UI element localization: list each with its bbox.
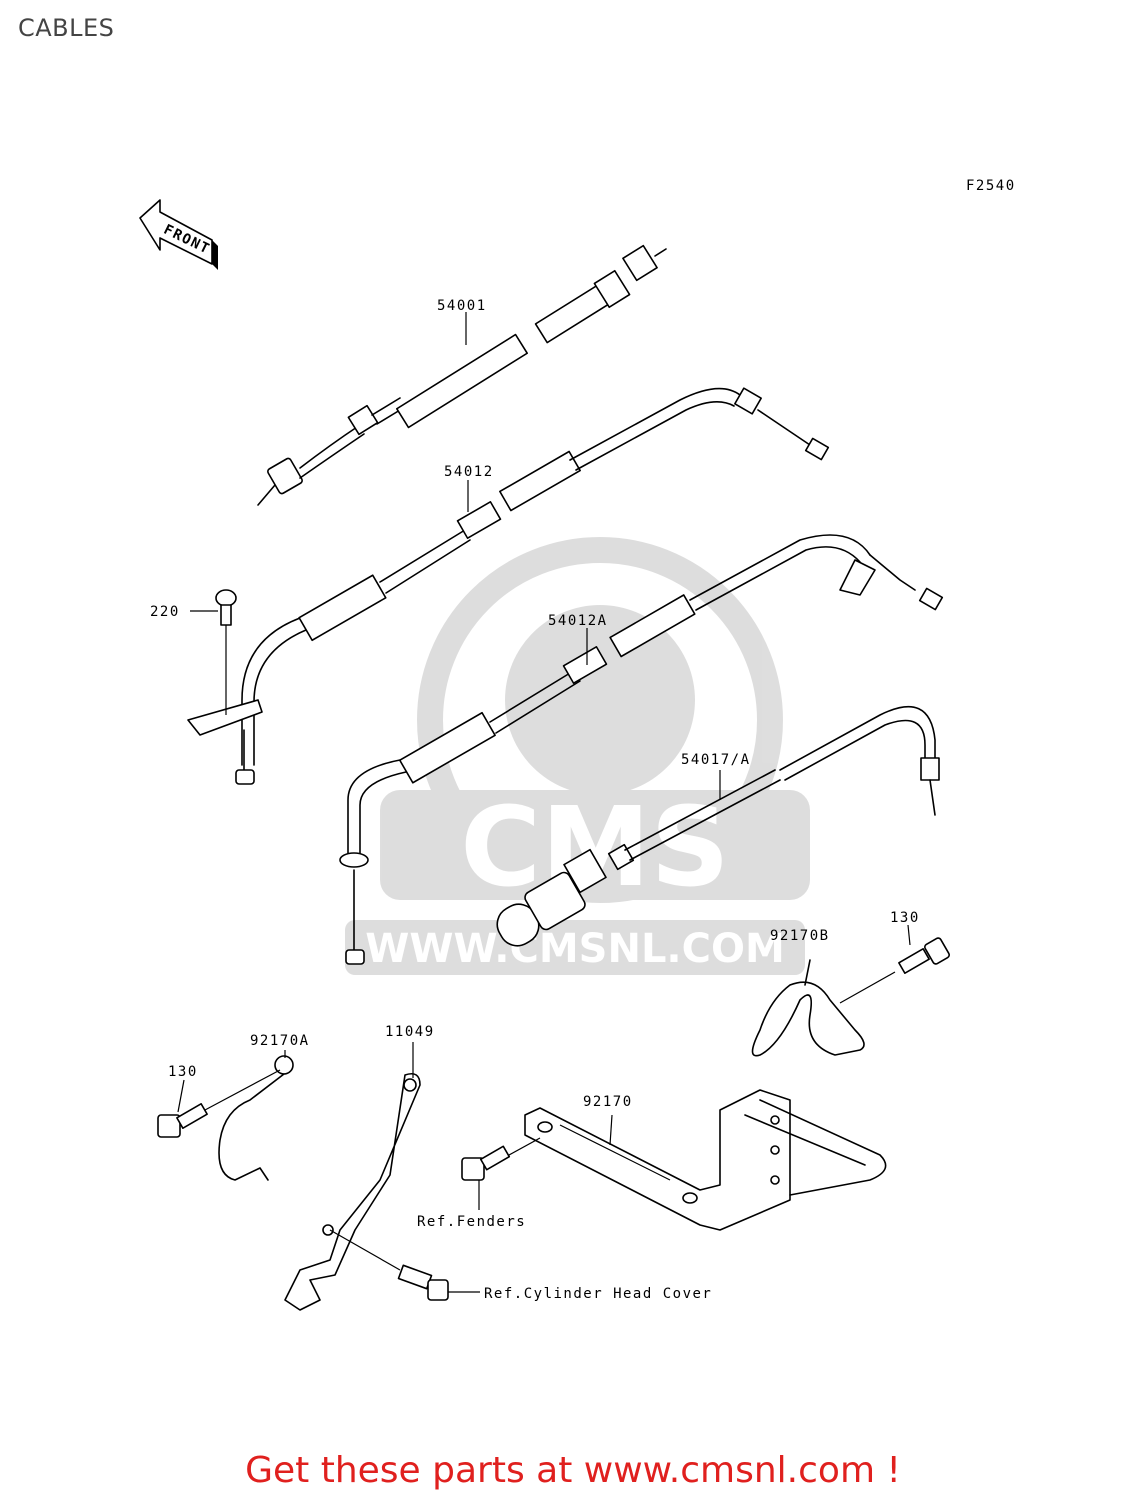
bolt-fenders [461,1145,511,1210]
part-label-54012: 54012 [444,464,494,480]
ref-label-cylinder-head-cover: Ref.Cylinder Head Cover [484,1286,712,1302]
part-label-220: 220 [150,604,180,620]
bolt-cylinder-head [397,1264,480,1301]
part-label-130-right: 130 [890,910,920,926]
watermark-url: WWW.CMSNL.COM [365,926,785,972]
footer-link[interactable]: Get these parts at www.cmsnl.com ! [245,1450,901,1491]
part-label-54012A: 54012A [548,613,608,629]
screw-220 [190,589,237,715]
bolt-130-right [898,924,950,974]
page-title: CABLES [18,14,115,42]
cable-54001 [257,244,667,506]
clamp-92170A [204,1050,294,1181]
watermark-brand: CMS [460,783,729,911]
part-label-92170A: 92170A [250,1033,310,1049]
part-label-130-left: 130 [168,1064,198,1080]
bolt-130-left [157,1079,208,1138]
part-label-92170B: 92170B [770,928,830,944]
cable-54012 [187,387,830,785]
cable-54012A [339,534,944,965]
figure-code: F2540 [966,178,1016,194]
bracket-11049 [284,1042,421,1311]
part-label-54017A: 54017/A [681,752,751,768]
cable-54017A [496,705,940,947]
ref-label-fenders: Ref.Fenders [417,1214,526,1230]
front-arrow-icon: FRONT [139,199,218,270]
part-label-11049: 11049 [385,1024,435,1040]
part-label-54001: 54001 [437,298,487,314]
bracket-92170 [499,1089,887,1231]
clamp-92170B [751,959,896,1057]
part-label-92170: 92170 [583,1094,633,1110]
watermark: CMS WWW.CMSNL.COM [345,537,810,975]
